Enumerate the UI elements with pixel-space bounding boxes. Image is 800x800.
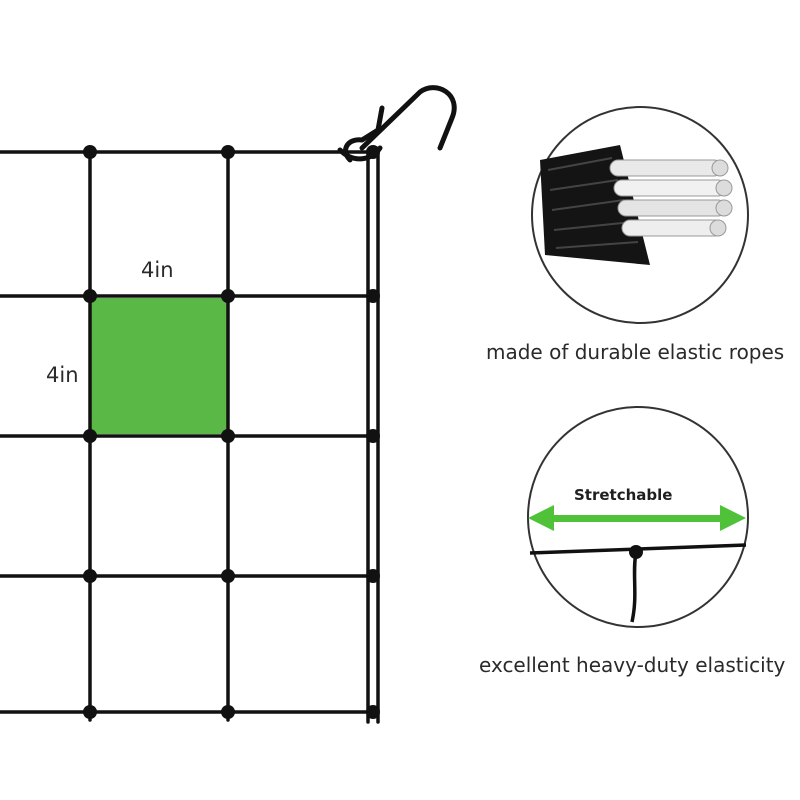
rope-core-icon [540,145,733,265]
hook-icon [337,85,457,163]
rope-knot [629,545,643,559]
rope-caption: made of durable elastic ropes [486,340,785,364]
height-dimension-label: 4in [46,363,79,387]
highlight-square [90,298,228,434]
stretch-arrow-icon [528,505,746,531]
width-dimension-label: 4in [141,258,174,282]
rope-detail-circle [531,106,749,324]
trellis-net-icon [0,148,380,724]
stretch-detail-circle [527,406,749,628]
elasticity-caption: excellent heavy-duty elasticity [479,653,786,677]
stretchable-label: Stretchable [574,486,673,504]
